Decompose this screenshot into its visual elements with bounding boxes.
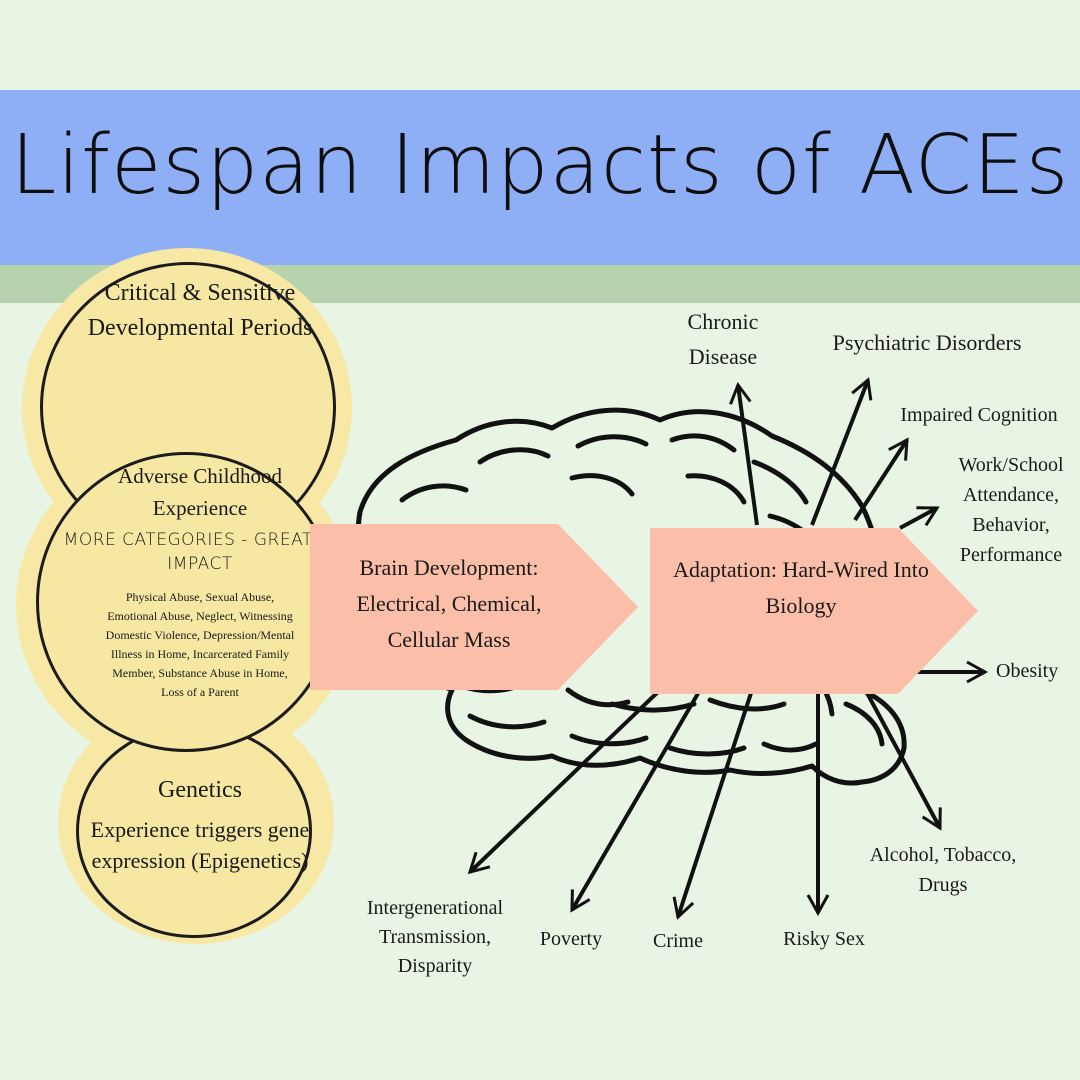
outcome-risky-sex: Risky Sex [783, 928, 865, 950]
critical-periods-text: Critical & Sensitive Developmental Perio… [87, 280, 313, 341]
adverse-experience-heading: Adverse Childhood Experience [118, 464, 282, 520]
adaptation-text: Adaptation: Hard-Wired Into Biology [673, 557, 929, 618]
arrow-poverty [570, 688, 702, 913]
outcome-work-school: Work/School Attendance, Behavior, Perfor… [958, 454, 1064, 566]
brain-development-text: Brain Development: Electrical, Chemical,… [356, 555, 542, 652]
brain-development-box [310, 524, 638, 690]
outcome-poverty: Poverty [539, 928, 603, 950]
arrow-impaired-cognition [853, 437, 909, 522]
adverse-experience-circle [36, 452, 336, 752]
arrow-chronic-disease [729, 381, 759, 526]
page-title: Lifespan Impacts of ACEs [10, 118, 1070, 213]
genetics-body: Experience triggers gene expression (Epi… [90, 817, 310, 873]
genetics-heading: Genetics [158, 777, 242, 803]
outcome-crime: Crime [653, 930, 703, 952]
arrow-work-school [899, 506, 940, 530]
title-band [0, 90, 1080, 265]
genetics-circle [76, 724, 312, 938]
outcome-psychiatric-disorders: Psychiatric Disorders [832, 330, 1022, 355]
arrow-crime [672, 689, 754, 920]
outcome-obesity: Obesity [996, 660, 1059, 682]
arrow-intergenerational [467, 688, 662, 875]
outcome-chronic-disease: Chronic Disease [687, 309, 759, 369]
arrow-alcohol [858, 679, 942, 831]
adverse-experience-subheading: MORE CATEGORIES - GREATER IMPACT [63, 530, 337, 574]
arrow-psychiatric-disorders [810, 377, 873, 526]
outcome-intergenerational: Intergenerational Transmission, Disparit… [366, 897, 504, 977]
adaptation-box [650, 528, 978, 694]
adverse-experience-details: Physical Abuse, Sexual Abuse, Emotional … [105, 590, 295, 699]
outcome-impaired-cognition: Impaired Cognition [900, 404, 1058, 426]
outcome-alcohol-tobacco-drugs: Alcohol, Tobacco, Drugs [869, 844, 1017, 896]
